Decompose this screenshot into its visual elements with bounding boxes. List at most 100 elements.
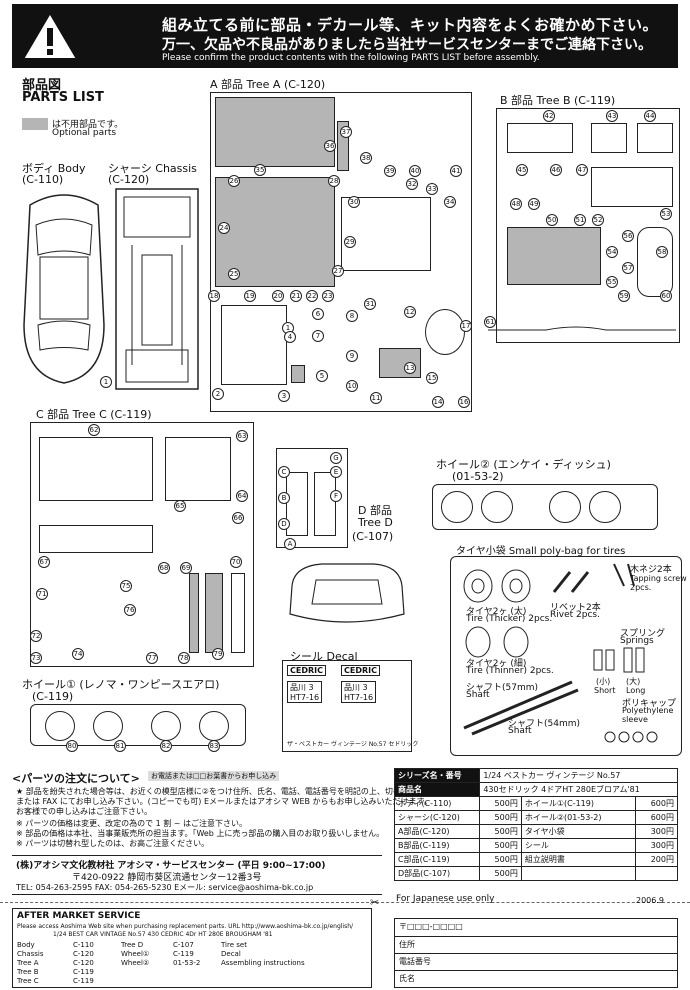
part-number-c74: 74 xyxy=(72,648,84,660)
wheel2-code: (01-53-2) xyxy=(452,470,504,483)
series-price-row: ボディ(C-110)500円ホイール①(C-119)600円 xyxy=(393,796,678,811)
tire-thin-drawing xyxy=(465,626,529,658)
part-number-b59: 59 xyxy=(618,290,630,302)
series-title-value: 1/24 ベストカー ヴィンテージ No.57 xyxy=(479,768,678,783)
part-number-c72: 72 xyxy=(30,630,42,642)
rivet-jp: リベット2本 xyxy=(550,603,601,613)
service-company: (株)アオシマ文化教材社 アオシマ・サービスセンター (平日 9:00~17:0… xyxy=(16,861,326,871)
tree-d-label-jp: D 部品 xyxy=(358,504,392,517)
wheel1-label: ホイール① (レノマ・ワンピースエアロ) xyxy=(22,678,220,691)
window-glass-drawing xyxy=(289,563,405,623)
part-number-w83: 83 xyxy=(208,740,220,752)
polycaps-drawing xyxy=(604,731,658,743)
part-number-c67: 67 xyxy=(38,556,50,568)
after-market-cell: Wheel① xyxy=(121,950,150,958)
part-number-a29: 29 xyxy=(344,236,356,248)
tree-b-antenna-drawing xyxy=(488,326,676,331)
part-number-b43: 43 xyxy=(606,110,618,122)
part-number-b52: 52 xyxy=(592,214,604,226)
part-number-a17: 17 xyxy=(460,320,472,332)
part-number-c70: 70 xyxy=(230,556,242,568)
tree-b-grille-gray xyxy=(507,227,601,285)
tree-c-sprue xyxy=(30,422,254,667)
part-number-a38: 38 xyxy=(360,152,372,164)
tree-d-letter-d: D xyxy=(278,518,290,530)
part-number-b48: 48 xyxy=(510,198,522,210)
decal-plate-cedric-1: CEDRIC xyxy=(287,665,326,676)
series-price-cell: 組立説明書 xyxy=(520,852,637,867)
header-jp-line2: 万一、欠品や不良品がありましたら当社サービスセンターまでご連絡下さい。 xyxy=(162,37,652,53)
screw-drawing xyxy=(613,563,635,587)
screw-jp: 木ネジ2本 xyxy=(630,565,672,575)
spring-en: Springs xyxy=(620,636,654,646)
tree-b-panel-42 xyxy=(507,123,573,153)
part-number-b44: 44 xyxy=(644,110,656,122)
wheel1-code: (C-119) xyxy=(32,690,74,703)
part-number-a19: 19 xyxy=(244,290,256,302)
after-market-cell: Decal xyxy=(221,950,241,958)
tree-c-label: C 部品 Tree C (C-119) xyxy=(36,408,152,421)
order-line-5: ※ 部品の価格は本社、当事業販売所の担当ます。「Web 上に売っ部品の購入目のお… xyxy=(16,829,385,838)
series-price-cell: 500円 xyxy=(479,852,522,867)
part-number-b42: 42 xyxy=(543,110,555,122)
part-number-c69: 69 xyxy=(180,562,192,574)
form-address[interactable]: 住所 xyxy=(395,936,677,953)
optional-legend-jp: は不用部品です。 xyxy=(52,120,124,130)
part-number-a21: 21 xyxy=(290,290,302,302)
part-number-a24: 24 xyxy=(218,222,230,234)
tree-b-part-43 xyxy=(591,123,627,153)
part-number-c71: 71 xyxy=(36,588,48,600)
form-tel[interactable]: 電話番号 xyxy=(395,953,677,970)
series-price-row: D部品(C-107)500円 xyxy=(393,866,678,881)
part-number-c62: 62 xyxy=(88,424,100,436)
wheel1-sprue xyxy=(30,704,246,746)
part-number-b61: 61 xyxy=(484,316,496,328)
series-price-cell: 500円 xyxy=(479,866,522,881)
tire-thin-jp: タイヤ2ヶ (細) xyxy=(466,659,527,669)
part-number-c77: 77 xyxy=(146,652,158,664)
service-tel: TEL: 054-263-2595 FAX: 054-265-5230 Eメール… xyxy=(16,883,314,892)
after-market-cell: C-120 xyxy=(73,959,94,967)
after-market-section: AFTER MARKET SERVICE Please access Aoshi… xyxy=(12,908,372,988)
part-number-a23: 23 xyxy=(322,290,334,302)
wheel1-disc-3 xyxy=(151,711,181,741)
part-number-b58: 58 xyxy=(656,246,668,258)
wheel2-sprue xyxy=(432,484,658,530)
series-price-cell: 300円 xyxy=(635,838,678,853)
tree-c-part-64 xyxy=(165,437,231,501)
form-postal[interactable]: 〒□□□-□□□□ xyxy=(399,922,463,931)
after-market-cell: Tree D xyxy=(121,941,144,949)
series-price-cell: ホイール②(01-53-2) xyxy=(520,810,637,825)
form-name[interactable]: 氏名 xyxy=(395,970,677,987)
part-number-a26: 26 xyxy=(228,175,240,187)
tire-thick-drawing xyxy=(463,569,531,603)
series-price-cell: C部品(C-119) xyxy=(393,852,481,867)
part-number-b46: 46 xyxy=(550,164,562,176)
service-center: (株)アオシマ文化教材社 アオシマ・サービスセンター (平日 9:00~17:0… xyxy=(12,855,382,895)
wheel2-disc-3 xyxy=(549,491,581,523)
rivet-drawing xyxy=(552,571,590,593)
after-market-cell: C-107 xyxy=(173,941,194,949)
after-market-cell: 01-53-2 xyxy=(173,959,201,967)
part-number-a41: 41 xyxy=(450,165,462,177)
part-number-b54: 54 xyxy=(606,246,618,258)
part-number-c64: 64 xyxy=(236,490,248,502)
part-number-a32: 32 xyxy=(406,178,418,190)
rivet-en: Rivet 2pcs. xyxy=(550,610,600,620)
tire-thick-en: Tire (Thicker) 2pcs. xyxy=(466,614,553,624)
part-number-a5: 5 xyxy=(316,370,328,382)
series-price-cell: 200円 xyxy=(635,852,678,867)
tree-b-steering xyxy=(637,227,673,297)
after-market-cell: Chassis xyxy=(17,950,44,958)
part-number-a6: 6 xyxy=(312,308,324,320)
after-market-cell: C-119 xyxy=(73,968,94,976)
part-number-a9: 9 xyxy=(346,350,358,362)
jp-use-title: For Japanese use only xyxy=(396,894,495,904)
series-price-cell xyxy=(520,866,637,881)
part-number-a4: 4 xyxy=(284,331,296,343)
parts-list-title-jp: 部品図 xyxy=(22,78,62,93)
part-number-a31: 31 xyxy=(364,298,376,310)
decal-plate-cedric-2: CEDRIC xyxy=(341,665,380,676)
